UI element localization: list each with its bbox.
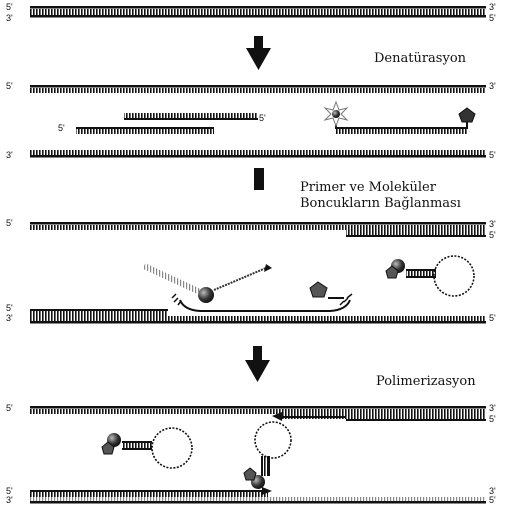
single-strand-line <box>30 155 486 158</box>
end-label-5: 5' <box>6 403 13 413</box>
molecular-beacon-closed <box>386 256 474 296</box>
initial-double-strand: 5' 3' 3' 5' <box>6 2 496 23</box>
excitation-light-icon <box>144 266 200 292</box>
emission-light-icon <box>214 268 266 290</box>
probe-ticks <box>336 129 468 134</box>
template-line <box>30 501 486 504</box>
bound-primer-line <box>346 235 486 237</box>
step-label-polymerization: Polimerizasyon <box>376 374 476 389</box>
primer-line <box>346 419 486 421</box>
molecular-beacon-closed <box>244 422 291 489</box>
beacon-stem-ticks <box>263 456 268 476</box>
end-label-5: 5' <box>58 123 65 133</box>
quencher-pentagon-icon <box>310 282 327 297</box>
down-arrow <box>246 36 271 70</box>
single-strand-ticks <box>30 88 486 93</box>
end-label-5: 5' <box>259 113 266 123</box>
beacon-stem <box>406 269 436 271</box>
end-label-3: 3' <box>6 495 13 505</box>
molecular-beacon-closed <box>102 428 192 468</box>
quencher-linker <box>328 297 344 299</box>
template-line <box>30 222 486 225</box>
bound-primer-ticks <box>346 230 486 235</box>
primer-line <box>124 118 258 120</box>
polymerization-strands: 5' 3' 5' 5' 3' <box>6 403 496 505</box>
quencher-pentagon-icon <box>459 108 475 122</box>
end-label-5: 5' <box>6 2 13 12</box>
step-label-annealing-line-2: Boncukların Bağlanması <box>300 196 461 211</box>
end-label-5: 5' <box>6 303 13 313</box>
end-label-3: 3' <box>489 403 496 413</box>
primer-ticks <box>124 113 258 118</box>
end-label-5: 5' <box>6 81 13 91</box>
strand-bottom-line <box>30 15 486 18</box>
extension-line <box>228 490 264 492</box>
extended-strand-ticks <box>30 492 268 497</box>
end-label-3: 3' <box>6 313 13 323</box>
down-arrow <box>254 168 264 190</box>
template-line <box>30 321 486 324</box>
denatured-strands: 5' 3' 5' 5' 3' 5' <box>6 81 496 160</box>
annealing-strands: 5' 3' 5' 5' 3' 5' <box>6 218 496 324</box>
end-label-3: 3' <box>489 2 496 12</box>
beacon-stem-ticks <box>122 443 152 448</box>
quencher-pentagon-icon <box>244 468 256 480</box>
fluorophore-star-icon <box>325 102 347 126</box>
beacon-loop <box>255 422 291 458</box>
beacon-loop <box>434 256 474 296</box>
template-line <box>30 406 486 409</box>
arrowhead-icon <box>264 264 272 272</box>
primer-line <box>76 127 214 129</box>
primer-ticks <box>76 129 214 134</box>
molecular-beacon-bound <box>144 264 352 311</box>
end-label-5: 5' <box>489 313 496 323</box>
end-label-5: 5' <box>489 230 496 240</box>
end-label-5: 5' <box>489 495 496 505</box>
beacon-stem <box>261 456 263 476</box>
template-ticks <box>30 409 486 414</box>
end-label-5: 5' <box>489 414 496 424</box>
end-label-3: 3' <box>489 81 496 91</box>
end-label-3: 3' <box>6 13 13 23</box>
strand-top-ticks <box>30 9 486 15</box>
bound-primer-ticks <box>30 311 168 316</box>
end-label-5: 5' <box>489 150 496 160</box>
primer-line <box>30 490 228 492</box>
step-label-annealing-line-1: Primer ve Moleküler <box>300 180 437 195</box>
down-arrow <box>245 346 270 382</box>
single-strand-line <box>30 85 486 88</box>
end-label-3: 3' <box>489 219 496 229</box>
beacon-stem-ticks <box>406 271 436 276</box>
beacon-stem <box>122 441 152 443</box>
open-probe <box>325 102 475 134</box>
end-label-5: 5' <box>6 218 13 228</box>
step-label-denaturation: Denatürasyon <box>374 51 467 66</box>
end-label-5: 5' <box>489 13 496 23</box>
strand-top-line <box>30 6 486 9</box>
beacon-loop <box>152 428 192 468</box>
beacon-stem <box>268 456 270 476</box>
beacon-stem <box>406 276 436 278</box>
template-ticks <box>30 316 486 321</box>
bound-primer-line <box>30 309 168 311</box>
beacon-stem <box>122 448 152 450</box>
end-label-3: 3' <box>6 150 13 160</box>
extension-line <box>280 416 346 418</box>
probe-line <box>336 127 468 129</box>
single-strand-ticks <box>30 150 486 155</box>
template-ticks <box>30 225 486 230</box>
